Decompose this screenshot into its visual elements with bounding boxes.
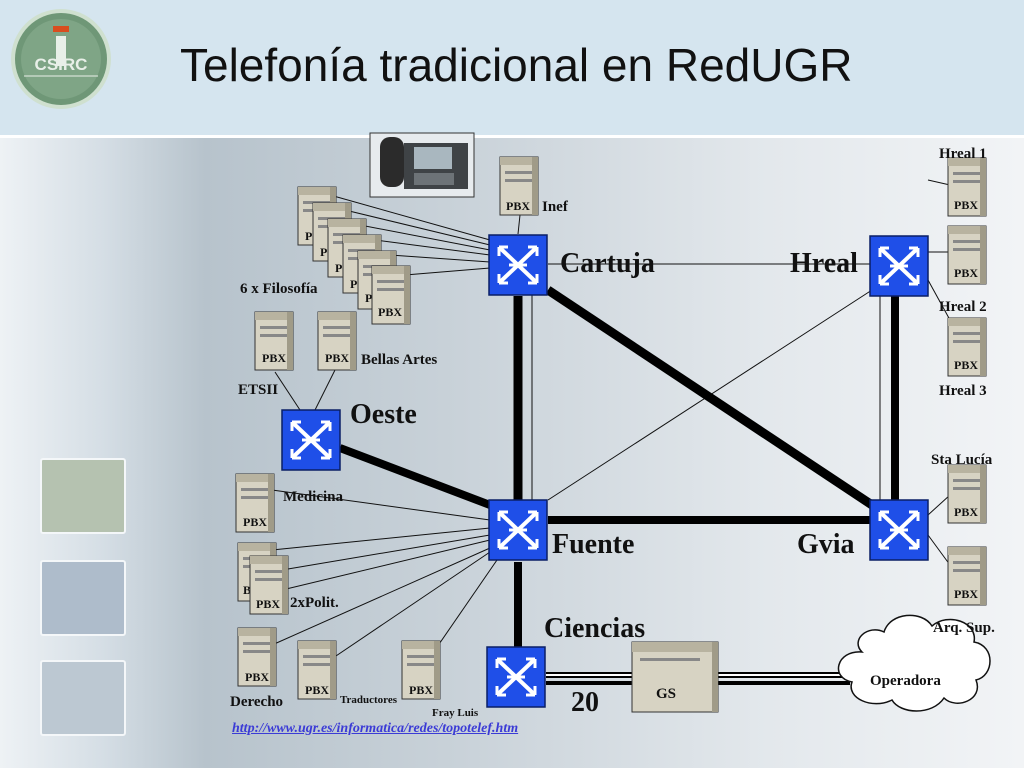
csirc-logo: CSIRC [11,9,111,109]
decor-square-1 [40,458,126,534]
ciencias-count: 20 [571,687,599,718]
svg-text:P: P [305,229,312,243]
node-label-ciencias: Ciencias [544,613,645,644]
svg-text:P: P [350,277,357,291]
site-label-etsii: ETSII [238,382,278,398]
site-label-hreal2: Hreal 2 [939,299,987,315]
slide-header: CSIRC Telefonía tradicional en RedUGR [0,0,1024,138]
site-label-filosofia: 6 x Filosofía [240,281,318,297]
svg-text:PBX: PBX [243,515,267,529]
slide-title: Telefonía tradicional en RedUGR [180,39,853,91]
gs-label: GS [656,686,676,702]
svg-text:PBX: PBX [954,358,978,372]
node-label-oeste: Oeste [350,399,417,430]
site-label-derecho: Derecho [230,694,283,710]
svg-text:PBX: PBX [954,198,978,212]
gs-server-icon [631,641,719,713]
svg-text:PBX: PBX [262,351,286,365]
svg-text:PBX: PBX [954,505,978,519]
site-label-arq-sup: Arq. Sup. [933,620,995,636]
svg-text:P: P [320,245,327,259]
svg-text:PBX: PBX [409,683,433,697]
svg-text:CSIRC: CSIRC [35,55,88,74]
svg-text:PBX: PBX [378,305,402,319]
svg-text:P: P [365,291,372,305]
topology-source-link[interactable]: http://www.ugr.es/informatica/redes/topo… [232,721,519,736]
svg-text:PBX: PBX [506,199,530,213]
svg-text:PBX: PBX [305,683,329,697]
operadora-label: Operadora [870,673,941,689]
switch-oeste-icon [280,408,342,472]
svg-text:PBX: PBX [245,670,269,684]
site-label-hreal3: Hreal 3 [939,383,987,399]
switch-cartuja-icon [487,233,549,297]
switch-gvia-icon [868,498,930,562]
pbx-servers: PBX P P P P P PBX PBX PBX PBX B PBX PBX … [235,156,987,700]
node-label-fuente: Fuente [552,529,634,560]
node-label-cartuja: Cartuja [560,248,655,279]
site-label-hreal1: Hreal 1 [939,146,987,162]
svg-text:B: B [243,583,251,597]
svg-text:P: P [335,261,342,275]
site-label-traductores: Traductores [340,694,398,706]
ip-phone-icon [369,132,475,198]
node-label-gvia: Gvia [797,529,855,560]
decor-square-3 [40,660,126,736]
operadora-cloud-icon [837,614,991,712]
svg-text:PBX: PBX [256,597,280,611]
switch-ciencias-icon [485,645,547,709]
decor-square-2 [40,560,126,636]
thin-links [271,179,951,661]
site-label-fray-luis: Fray Luis [432,707,479,719]
svg-text:PBX: PBX [325,351,349,365]
switch-fuente-icon [487,498,549,562]
site-label-sta-lucia: Sta Lucía [931,452,993,468]
site-label-medicina: Medicina [283,489,343,505]
svg-text:PBX: PBX [954,266,978,280]
site-label-bellas-artes: Bellas Artes [361,352,437,368]
site-label-inef: Inef [542,199,569,215]
svg-text:PBX: PBX [954,587,978,601]
site-label-politecnica: 2xPolit. [290,595,339,611]
switch-hreal-icon [868,234,930,298]
node-label-hreal: Hreal [790,248,858,279]
